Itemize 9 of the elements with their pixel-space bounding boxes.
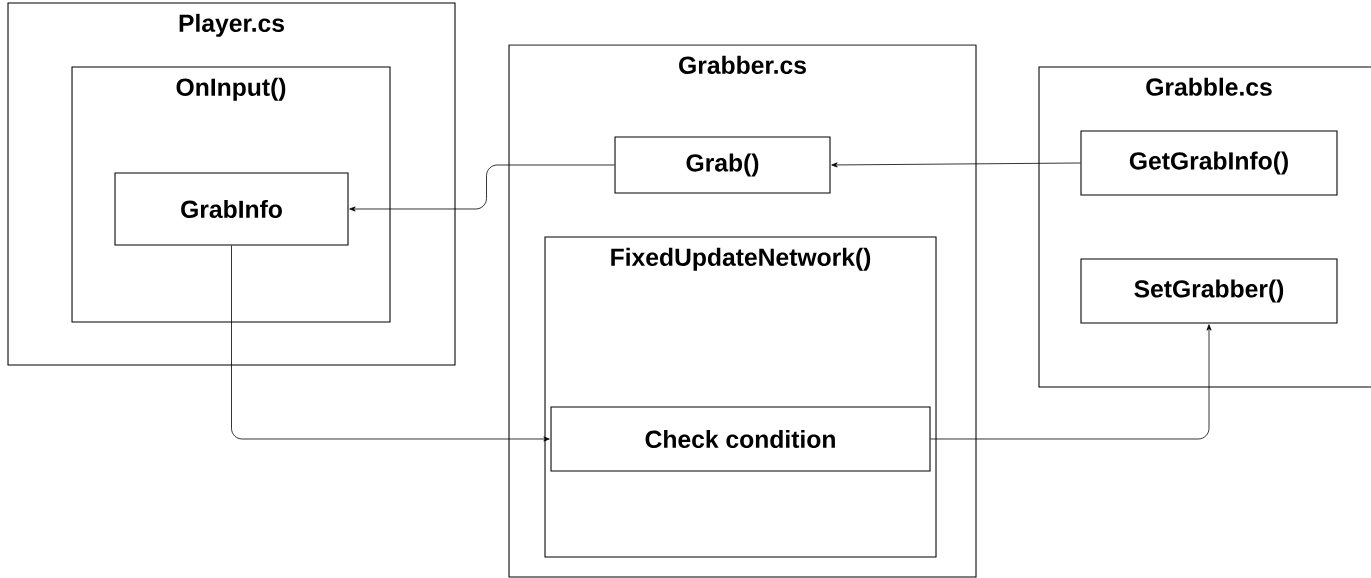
arrow <box>231 245 550 442</box>
arrow <box>831 162 1081 168</box>
process-box: Check condition <box>550 406 931 472</box>
arrow <box>349 164 615 212</box>
process-box: GrabInfo <box>114 172 349 246</box>
process-box: Grab() <box>614 136 831 194</box>
process-box: SetGrabber() <box>1080 258 1338 324</box>
arrow <box>930 324 1212 440</box>
process-box: GetGrabInfo() <box>1080 130 1338 196</box>
